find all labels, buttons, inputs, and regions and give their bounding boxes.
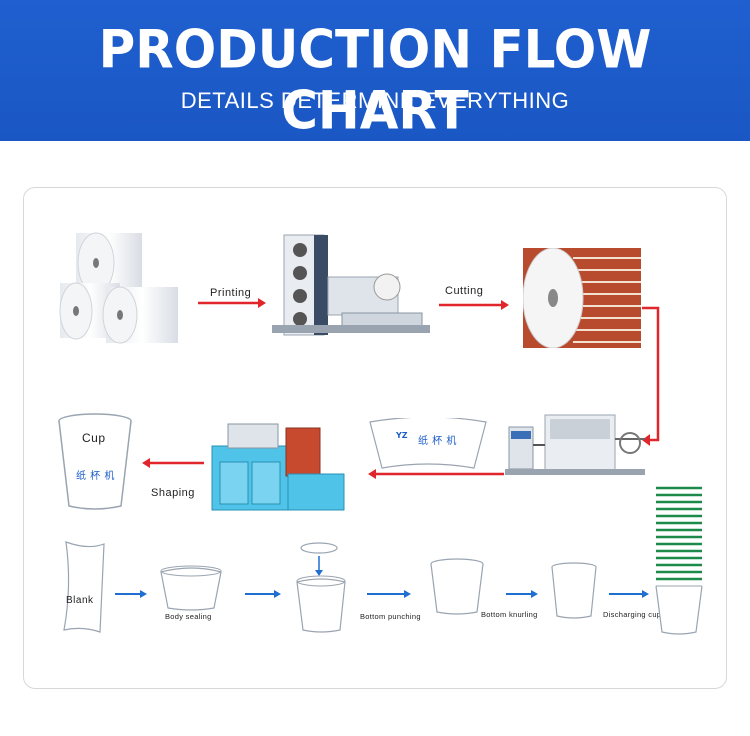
discharging-cup-image	[551, 562, 597, 619]
stacked-cups-image	[655, 486, 703, 635]
arrow-knurling-to-discharging	[506, 590, 538, 598]
blank-image	[63, 541, 105, 633]
step-label-cutting: Cutting	[445, 285, 484, 297]
arrow-to-cup	[142, 458, 204, 468]
process-label-body-sealing: Body sealing	[165, 612, 212, 621]
paper-rolls-image	[59, 232, 178, 344]
page-subtitle: DETAILS DETERMINE EVERYTHING	[180, 88, 570, 113]
die-cutting-machine-image	[505, 414, 645, 475]
arrow-blank-to-sealing	[115, 590, 147, 598]
process-label-bottom-knurling: Bottom knurling	[481, 610, 538, 619]
cup-chinese-text: 纸 杯 机	[76, 471, 115, 482]
body-sealing-image	[160, 565, 222, 611]
arrow-cutting	[439, 300, 509, 310]
page-title: PRODUCTION FLOW CHART	[98, 19, 652, 141]
arrow-sealing-to-punching	[245, 590, 281, 598]
printed-roll-image	[523, 248, 641, 348]
header-banner: PRODUCTION FLOW CHART DETAILS DETERMINE …	[0, 0, 750, 141]
printing-machine-image	[272, 234, 430, 336]
bottom-knurling-image	[430, 558, 484, 615]
process-label-blank: Blank	[66, 595, 94, 606]
arrow-down-to-cutter	[642, 306, 660, 446]
arrow-discharging-to-stack	[609, 590, 649, 598]
arrow-printing	[198, 298, 266, 308]
arrow-punching-to-knurling	[367, 590, 411, 598]
step-label-shaping: Shaping	[151, 487, 195, 499]
process-label-bottom-punching: Bottom punching	[360, 612, 421, 621]
step-label-printing: Printing	[210, 287, 252, 299]
arrow-to-fan	[368, 469, 504, 479]
cup-label: Cup	[82, 431, 106, 445]
paper-cup-image	[58, 413, 132, 510]
svg-text:YZ: YZ	[395, 431, 408, 440]
cup-fan-blank-image: YZ	[369, 418, 487, 469]
cup-forming-machine-image	[211, 423, 345, 511]
bottom-punching-image	[296, 542, 346, 633]
fan-chinese-text: 纸 杯 机	[418, 436, 457, 447]
process-label-discharging-cup: Discharging cup	[603, 610, 662, 619]
